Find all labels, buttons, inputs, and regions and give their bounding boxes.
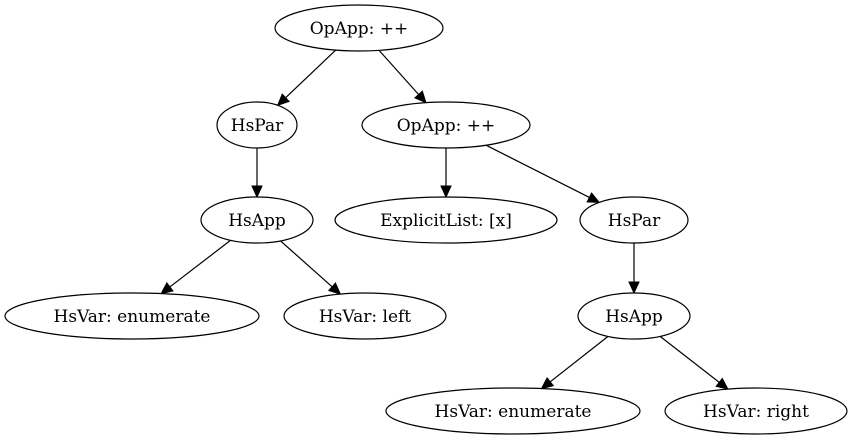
node-label: HsVar: enumerate xyxy=(435,402,592,422)
edge-line xyxy=(549,335,609,383)
edge-line xyxy=(485,144,590,198)
node-label: HsPar xyxy=(231,116,284,136)
node-hsvar-left: HsVar: left xyxy=(283,292,447,340)
node-hsvar-enumerate-left: HsVar: enumerate xyxy=(4,292,260,340)
node-label: HsVar: right xyxy=(703,402,809,422)
node-label: HsPar xyxy=(608,211,661,231)
node-label: HsApp xyxy=(605,307,663,327)
node-ellipse xyxy=(283,292,447,340)
arrowhead xyxy=(715,377,729,390)
node-label: OpApp: ++ xyxy=(397,116,495,136)
arrowhead xyxy=(276,93,291,107)
node-ellipse xyxy=(274,4,444,52)
node-ellipse xyxy=(664,387,848,435)
edges-layer xyxy=(160,49,729,390)
edge-n9-n11 xyxy=(659,335,729,390)
edge-n3-n5 xyxy=(440,148,452,199)
edge-n1-n3 xyxy=(378,49,427,104)
node-ellipse xyxy=(334,196,558,244)
node-ellipse xyxy=(385,387,641,435)
node-hsvar-right: HsVar: right xyxy=(664,387,848,435)
node-hsapp-right: HsApp xyxy=(577,292,691,340)
edge-line xyxy=(280,240,333,288)
arrowhead xyxy=(327,282,342,295)
edge-n4-n7 xyxy=(160,239,231,295)
edge-n6-n9 xyxy=(628,243,640,295)
node-label: HsApp xyxy=(228,211,286,231)
node-label: OpApp: ++ xyxy=(310,19,408,39)
node-opapp-inner: OpApp: ++ xyxy=(361,101,531,149)
node-opapp-root: OpApp: ++ xyxy=(274,4,444,52)
node-hspar-left: HsPar xyxy=(216,101,298,149)
edge-n3-n6 xyxy=(485,144,601,203)
edge-line xyxy=(378,49,420,95)
edge-n9-n10 xyxy=(540,335,609,390)
node-label: HsVar: enumerate xyxy=(54,307,211,327)
arrowhead xyxy=(540,376,555,390)
node-ellipse xyxy=(200,196,314,244)
arrowhead xyxy=(413,90,427,104)
edge-n2-n4 xyxy=(251,148,263,199)
edge-line xyxy=(659,335,720,383)
node-ellipse xyxy=(4,292,260,340)
node-label: ExplicitList: [x] xyxy=(380,211,512,231)
node-ellipse xyxy=(216,101,298,149)
edge-line xyxy=(169,239,231,288)
nodes-layer: OpApp: ++ HsPar OpApp: ++ HsApp Explicit… xyxy=(4,4,848,435)
arrowhead xyxy=(440,185,452,199)
node-hsvar-enumerate-right: HsVar: enumerate xyxy=(385,387,641,435)
node-label: HsVar: left xyxy=(319,307,411,327)
arrowhead xyxy=(628,281,640,295)
arrowhead xyxy=(251,185,263,199)
edge-line xyxy=(285,49,337,99)
edge-n1-n2 xyxy=(276,49,337,107)
edge-n4-n8 xyxy=(280,240,342,295)
node-ellipse xyxy=(579,196,689,244)
node-hsapp-left: HsApp xyxy=(200,196,314,244)
node-ellipse xyxy=(361,101,531,149)
arrowhead xyxy=(586,192,601,203)
node-hspar-right: HsPar xyxy=(579,196,689,244)
node-explicitlist: ExplicitList: [x] xyxy=(334,196,558,244)
arrowhead xyxy=(160,282,174,295)
node-ellipse xyxy=(577,292,691,340)
